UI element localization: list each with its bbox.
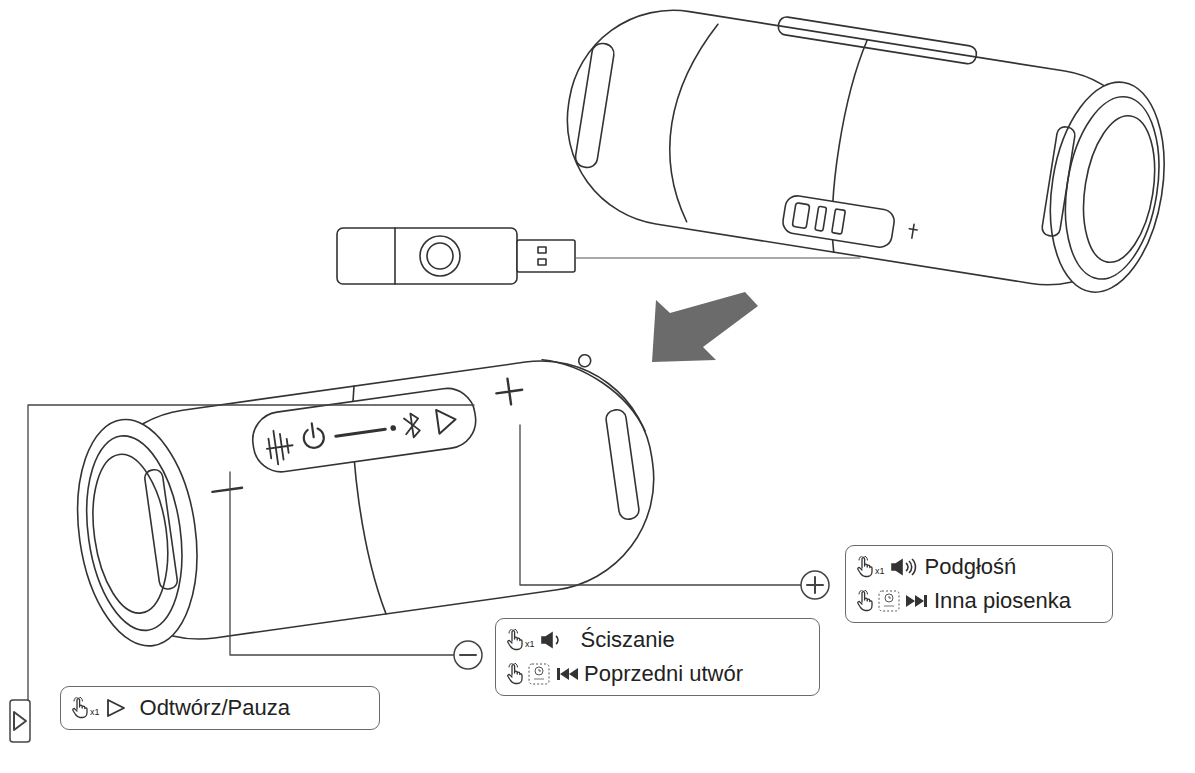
button-function: Odtwórz/Pauza <box>140 695 290 721</box>
hand-icon <box>506 629 523 651</box>
direction-arrow <box>652 292 758 362</box>
callout-row: x1 Odtwórz/Pauza <box>71 691 369 725</box>
speaker-front-view <box>64 346 668 654</box>
usb-flash-drive <box>337 228 860 284</box>
press-count: x1 <box>90 707 100 717</box>
volup-icon <box>890 558 920 576</box>
button-function: Podgłośń <box>925 554 1017 580</box>
prev-icon <box>555 667 579 681</box>
callout-box: x1 Odtwórz/Pauza <box>60 686 380 730</box>
callout-row: x1 Podgłośń <box>856 550 1102 584</box>
callout-box: x1 PodgłośńInna piosenka <box>845 545 1113 623</box>
clock-icon <box>528 663 550 685</box>
speaker-back-view <box>552 0 1180 301</box>
hand-icon <box>856 556 873 578</box>
callout-row: Inna piosenka <box>856 584 1102 618</box>
button-markers <box>10 571 829 742</box>
button-function: Ściszanie <box>581 627 675 653</box>
callout-row: x1 Ściszanie <box>506 623 809 657</box>
play-icon <box>105 698 127 718</box>
press-count: x1 <box>525 639 535 649</box>
hand-icon <box>71 697 88 719</box>
clock-icon <box>878 590 900 612</box>
button-function: Poprzedni utwór <box>584 661 743 687</box>
callout-row: Poprzedni utwór <box>506 657 809 691</box>
button-function: Inna piosenka <box>934 588 1071 614</box>
next-icon <box>905 594 929 608</box>
hand-icon <box>856 590 873 612</box>
press-count: x1 <box>875 566 885 576</box>
voldown-icon <box>540 631 562 649</box>
hand-icon <box>506 663 523 685</box>
callout-box: x1 ŚciszaniePoprzedni utwór <box>495 618 820 696</box>
